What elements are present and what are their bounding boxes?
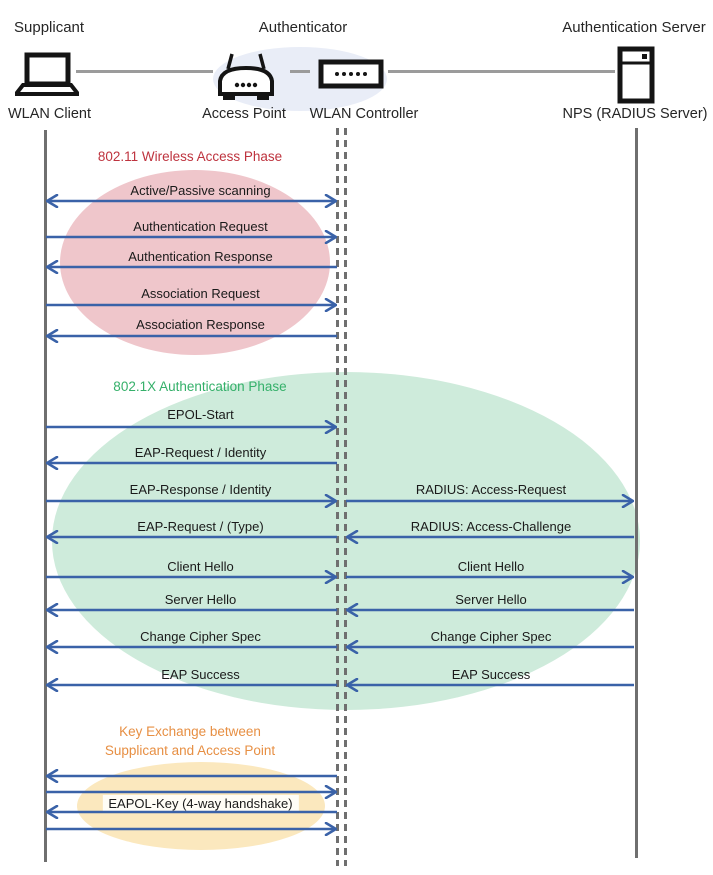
- connector-client-ap: [76, 70, 213, 73]
- message-arrow: [46, 530, 337, 544]
- message-arrow: [346, 530, 634, 544]
- phase3-title: Key Exchange between Supplicant and Acce…: [105, 722, 275, 760]
- message-arrow: [46, 260, 337, 274]
- phase3-title-line1: Key Exchange between: [119, 724, 261, 739]
- message-label: Authentication Request: [133, 219, 268, 234]
- message-arrow: [346, 494, 634, 508]
- role-label-authentication-server: Authentication Server: [562, 19, 706, 36]
- role-label-supplicant: Supplicant: [14, 19, 85, 36]
- message-arrow: [46, 785, 337, 799]
- message-label: RADIUS: Access-Request: [415, 482, 567, 497]
- message-label: Client Hello: [167, 559, 234, 574]
- device-label-wlan-controller: WLAN Controller: [309, 106, 419, 122]
- message-arrow: [46, 494, 337, 508]
- message-arrow: [46, 194, 337, 208]
- message-label: Change Cipher Spec: [430, 629, 552, 644]
- message-arrow: [346, 640, 634, 654]
- message-arrow: [46, 230, 337, 244]
- message-arrow: [46, 805, 337, 819]
- message-arrow: [46, 678, 337, 692]
- message-label: Association Response: [136, 317, 265, 332]
- message-label: Authentication Response: [128, 249, 273, 264]
- message-arrow: [46, 456, 337, 470]
- lifeline-wlan-controller: [344, 128, 347, 866]
- server-icon: [617, 46, 655, 104]
- message-label: EAP-Request / (Type): [137, 519, 264, 534]
- message-label: Change Cipher Spec: [140, 629, 261, 644]
- message-label: Active/Passive scanning: [130, 183, 271, 198]
- phase1-title: 802.11 Wireless Access Phase: [97, 149, 283, 164]
- connector-ap-controller: [290, 70, 310, 73]
- message-arrow: [46, 420, 337, 434]
- message-arrow: [346, 603, 634, 617]
- phase3-title-line2: Supplicant and Access Point: [104, 743, 276, 758]
- device-label-nps-radius-server: NPS (RADIUS Server): [562, 106, 708, 122]
- message-arrow: [46, 769, 337, 783]
- message-label: Server Hello: [164, 592, 237, 607]
- message-arrow: [346, 570, 634, 584]
- message-label: Client Hello: [457, 559, 525, 574]
- message-label: EAPOL-Key (4-way handshake): [102, 795, 299, 812]
- lifeline-access-point: [336, 128, 339, 866]
- wlan-controller-icon: [318, 59, 384, 89]
- message-label: Association Request: [141, 286, 260, 301]
- message-label: EAP-Response / Identity: [129, 482, 272, 497]
- message-label: EPOL-Start: [167, 407, 234, 422]
- lifeline-radius-server: [635, 128, 638, 858]
- connector-controller-server: [388, 70, 615, 73]
- message-label: RADIUS: Access-Challenge: [410, 519, 572, 534]
- message-label: EAP Success: [161, 667, 240, 682]
- phase2-title: 802.1X Authentication Phase: [113, 379, 287, 394]
- message-arrow: [46, 822, 337, 836]
- message-arrow: [46, 298, 337, 312]
- message-arrow: [46, 603, 337, 617]
- message-arrow: [46, 640, 337, 654]
- message-arrow: [46, 329, 337, 343]
- role-label-authenticator: Authenticator: [258, 19, 348, 36]
- device-label-wlan-client: WLAN Client: [8, 106, 91, 122]
- message-label: EAP-Request / Identity: [134, 445, 267, 460]
- message-label: Server Hello: [455, 592, 527, 607]
- message-arrow: [46, 570, 337, 584]
- device-label-access-point: Access Point: [202, 106, 286, 122]
- message-arrow: [346, 678, 634, 692]
- laptop-icon: [15, 52, 79, 96]
- lifeline-wlan-client: [44, 130, 47, 862]
- access-point-icon: [218, 53, 274, 100]
- message-label: EAP Success: [451, 667, 531, 682]
